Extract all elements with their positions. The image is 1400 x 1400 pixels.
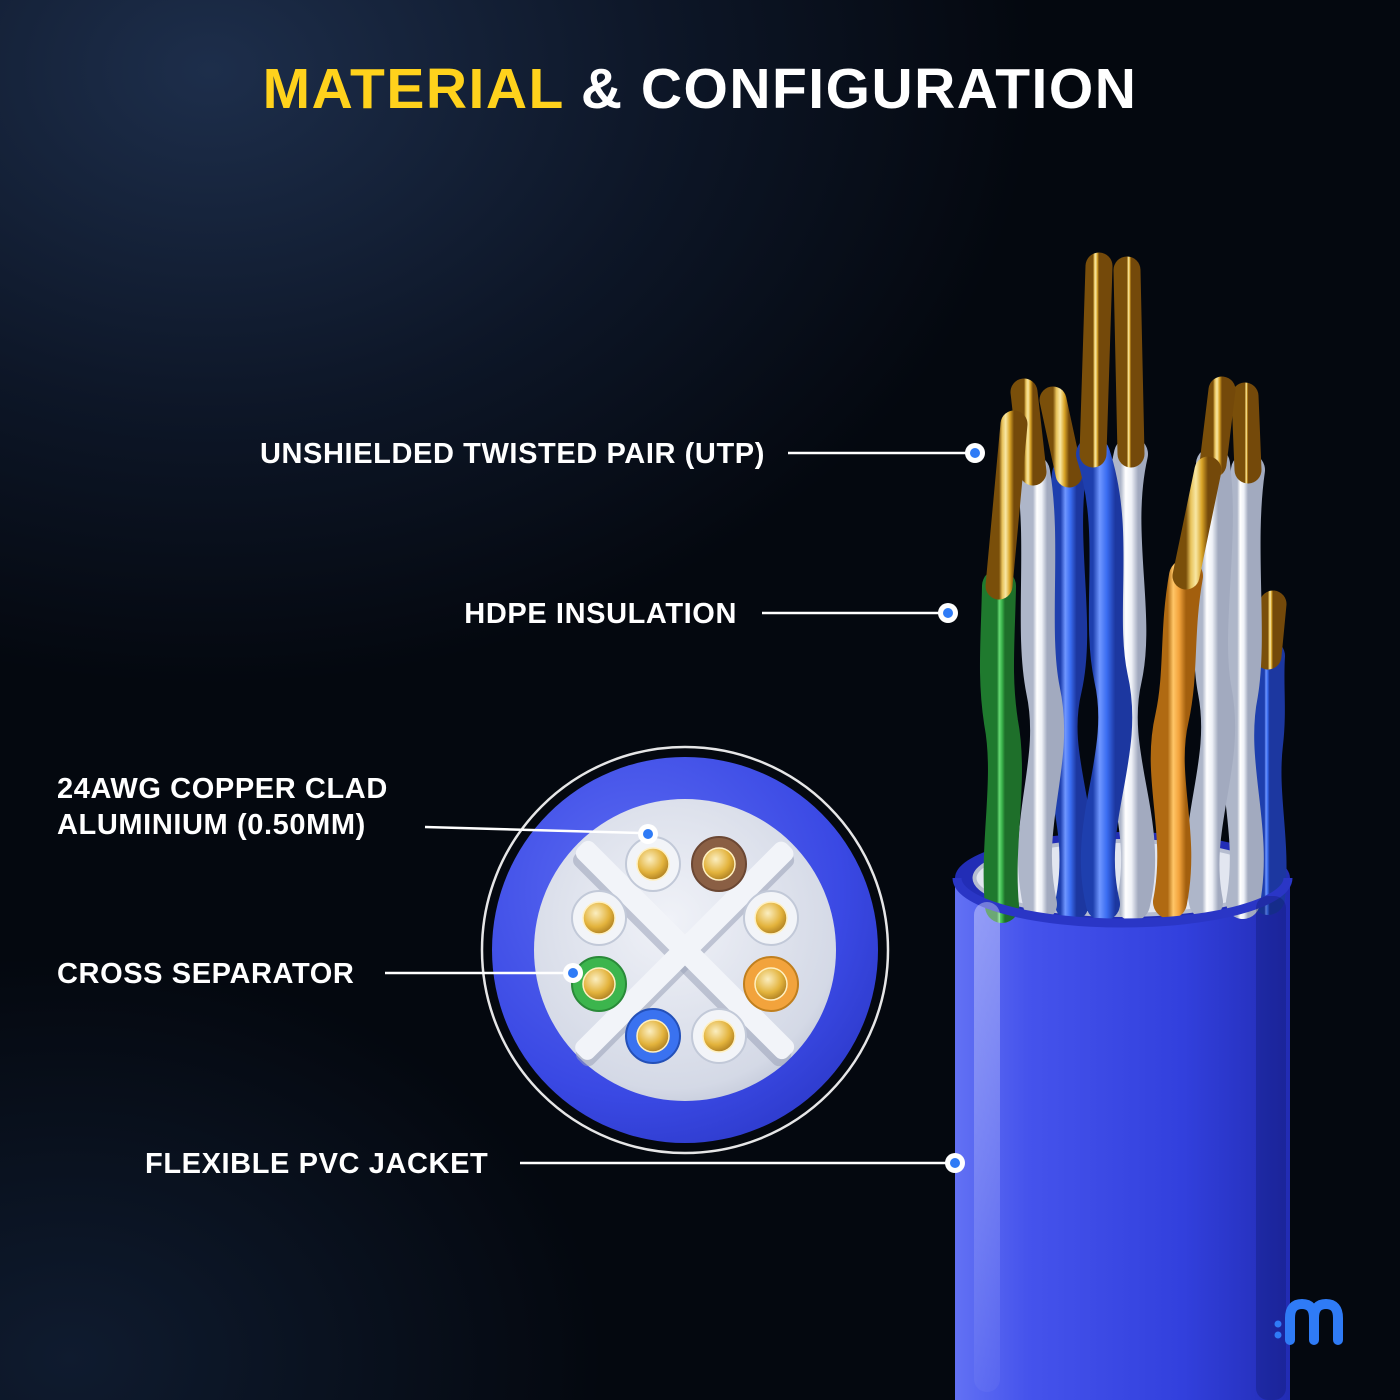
wire-green-cs (571, 956, 627, 1012)
copper-tip (1199, 376, 1236, 478)
copper-tip (1254, 590, 1287, 670)
label-jacket-text: FLEXIBLE PVC JACKET (145, 1148, 489, 1180)
cross-separator-shape (573, 840, 795, 1067)
wire-orange (1150, 559, 1203, 919)
label-hdpe: HDPE INSULATION (464, 596, 737, 632)
label-utp-text: UNSHIELDED TWISTED PAIR (UTP) (259, 438, 765, 470)
jacket-front-lip (952, 877, 1293, 928)
callout-separator-leader (385, 963, 583, 983)
copper-tip (1010, 378, 1047, 486)
copper-tip (1231, 382, 1262, 484)
wire-blue (1043, 457, 1094, 921)
wire-white-cs (625, 836, 681, 892)
callout-copper-leader (424, 824, 658, 844)
label-copper-line2: ALUMINIUM (0.50MM) (57, 809, 366, 841)
inset-outline-ring (480, 745, 890, 1155)
wire-blue (1247, 639, 1287, 915)
copper-tip (1079, 252, 1113, 468)
label-copper: 24AWG COPPER CLAD ALUMINIUM (0.50MM) (57, 771, 388, 843)
label-jacket: FLEXIBLE PVC JACKET (145, 1146, 488, 1182)
wire-white-cs (691, 1008, 747, 1064)
wire-white (1016, 455, 1065, 921)
wire-green (979, 569, 1022, 923)
copper-tip (1113, 256, 1145, 468)
jacket-highlight (974, 902, 1000, 1392)
wire-brown-cs (691, 836, 747, 892)
callout-leaders (385, 443, 985, 1173)
callout-hdpe-leader (762, 603, 958, 623)
cross-section-wires (571, 836, 799, 1064)
wire-white (1185, 447, 1236, 919)
callout-jacket-leader (520, 1153, 965, 1173)
brand-logo (1274, 1299, 1343, 1345)
page-title: MATERIAL& CONFIGURATION (0, 56, 1400, 122)
label-separator: CROSS SEPARATOR (57, 956, 354, 992)
callout-utp-leader (788, 443, 985, 463)
label-utp: UNSHIELDED TWISTED PAIR (UTP) (260, 436, 765, 472)
twisted-pair-wires (979, 252, 1287, 923)
wire-white-cs (743, 890, 799, 946)
wire-white-cs (571, 890, 627, 946)
copper-tip (1039, 386, 1083, 488)
wire-white (1220, 453, 1265, 919)
label-copper-line1: 24AWG COPPER CLAD (57, 773, 388, 805)
copper-tip (1172, 456, 1222, 590)
jacket-shadow (1256, 896, 1286, 1400)
wire-blue (1076, 437, 1133, 921)
title-highlight: MATERIAL (262, 57, 565, 121)
copper-tip (985, 410, 1028, 600)
label-separator-text: CROSS SEPARATOR (57, 958, 355, 990)
title-rest: & CONFIGURATION (580, 57, 1138, 121)
cross-section-inset (480, 745, 890, 1155)
wave-m-icon (1285, 1299, 1343, 1345)
label-hdpe-text: HDPE INSULATION (464, 598, 737, 630)
wire-orange-cs (743, 956, 799, 1012)
pvc-jacket-body (955, 878, 1290, 1400)
wire-blue-cs (625, 1008, 681, 1064)
cable-render (952, 252, 1293, 1400)
